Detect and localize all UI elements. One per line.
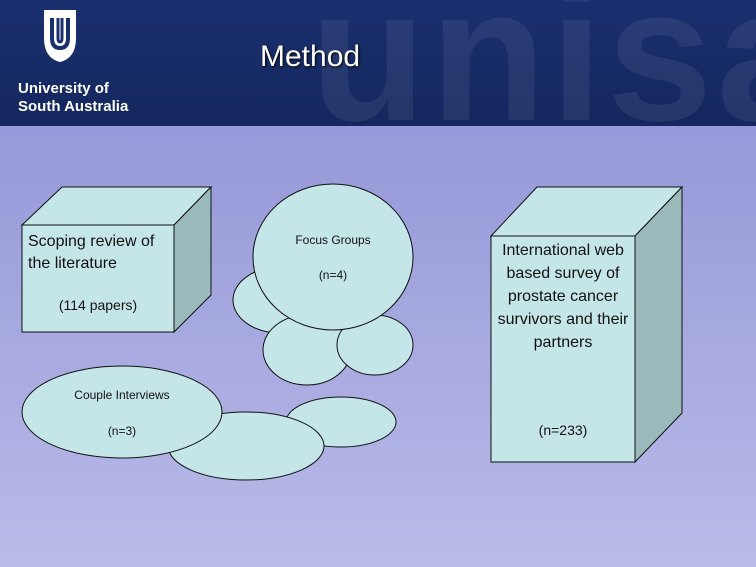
survey-box (489, 185, 684, 464)
survey-count: (n=233) (538, 422, 588, 438)
university-name: University of South Australia (18, 80, 128, 116)
header-banner: unisa University of South Australia Meth… (0, 0, 756, 126)
scoping-review-count: (114 papers) (58, 297, 138, 313)
couple-interviews-ellipse (21, 365, 223, 459)
unisa-watermark: unisa (310, 0, 756, 126)
focus-groups-label: Focus Groups (295, 233, 371, 247)
page-title: Method (260, 40, 361, 73)
university-name-line2: South Australia (18, 98, 129, 115)
unisa-logo-icon (44, 10, 76, 62)
scoping-review-title: Scoping review of the literature (28, 233, 155, 272)
couple-interviews-count: (n=3) (107, 424, 137, 438)
focus-groups-ellipse (252, 183, 414, 331)
focus-groups-count: (n=4) (318, 268, 348, 282)
scoping-review-box (20, 185, 213, 334)
university-name-line1: University of (18, 80, 109, 97)
survey-title: International web based survey of prosta… (497, 242, 629, 351)
couple-interviews-label: Couple Interviews (74, 388, 170, 402)
